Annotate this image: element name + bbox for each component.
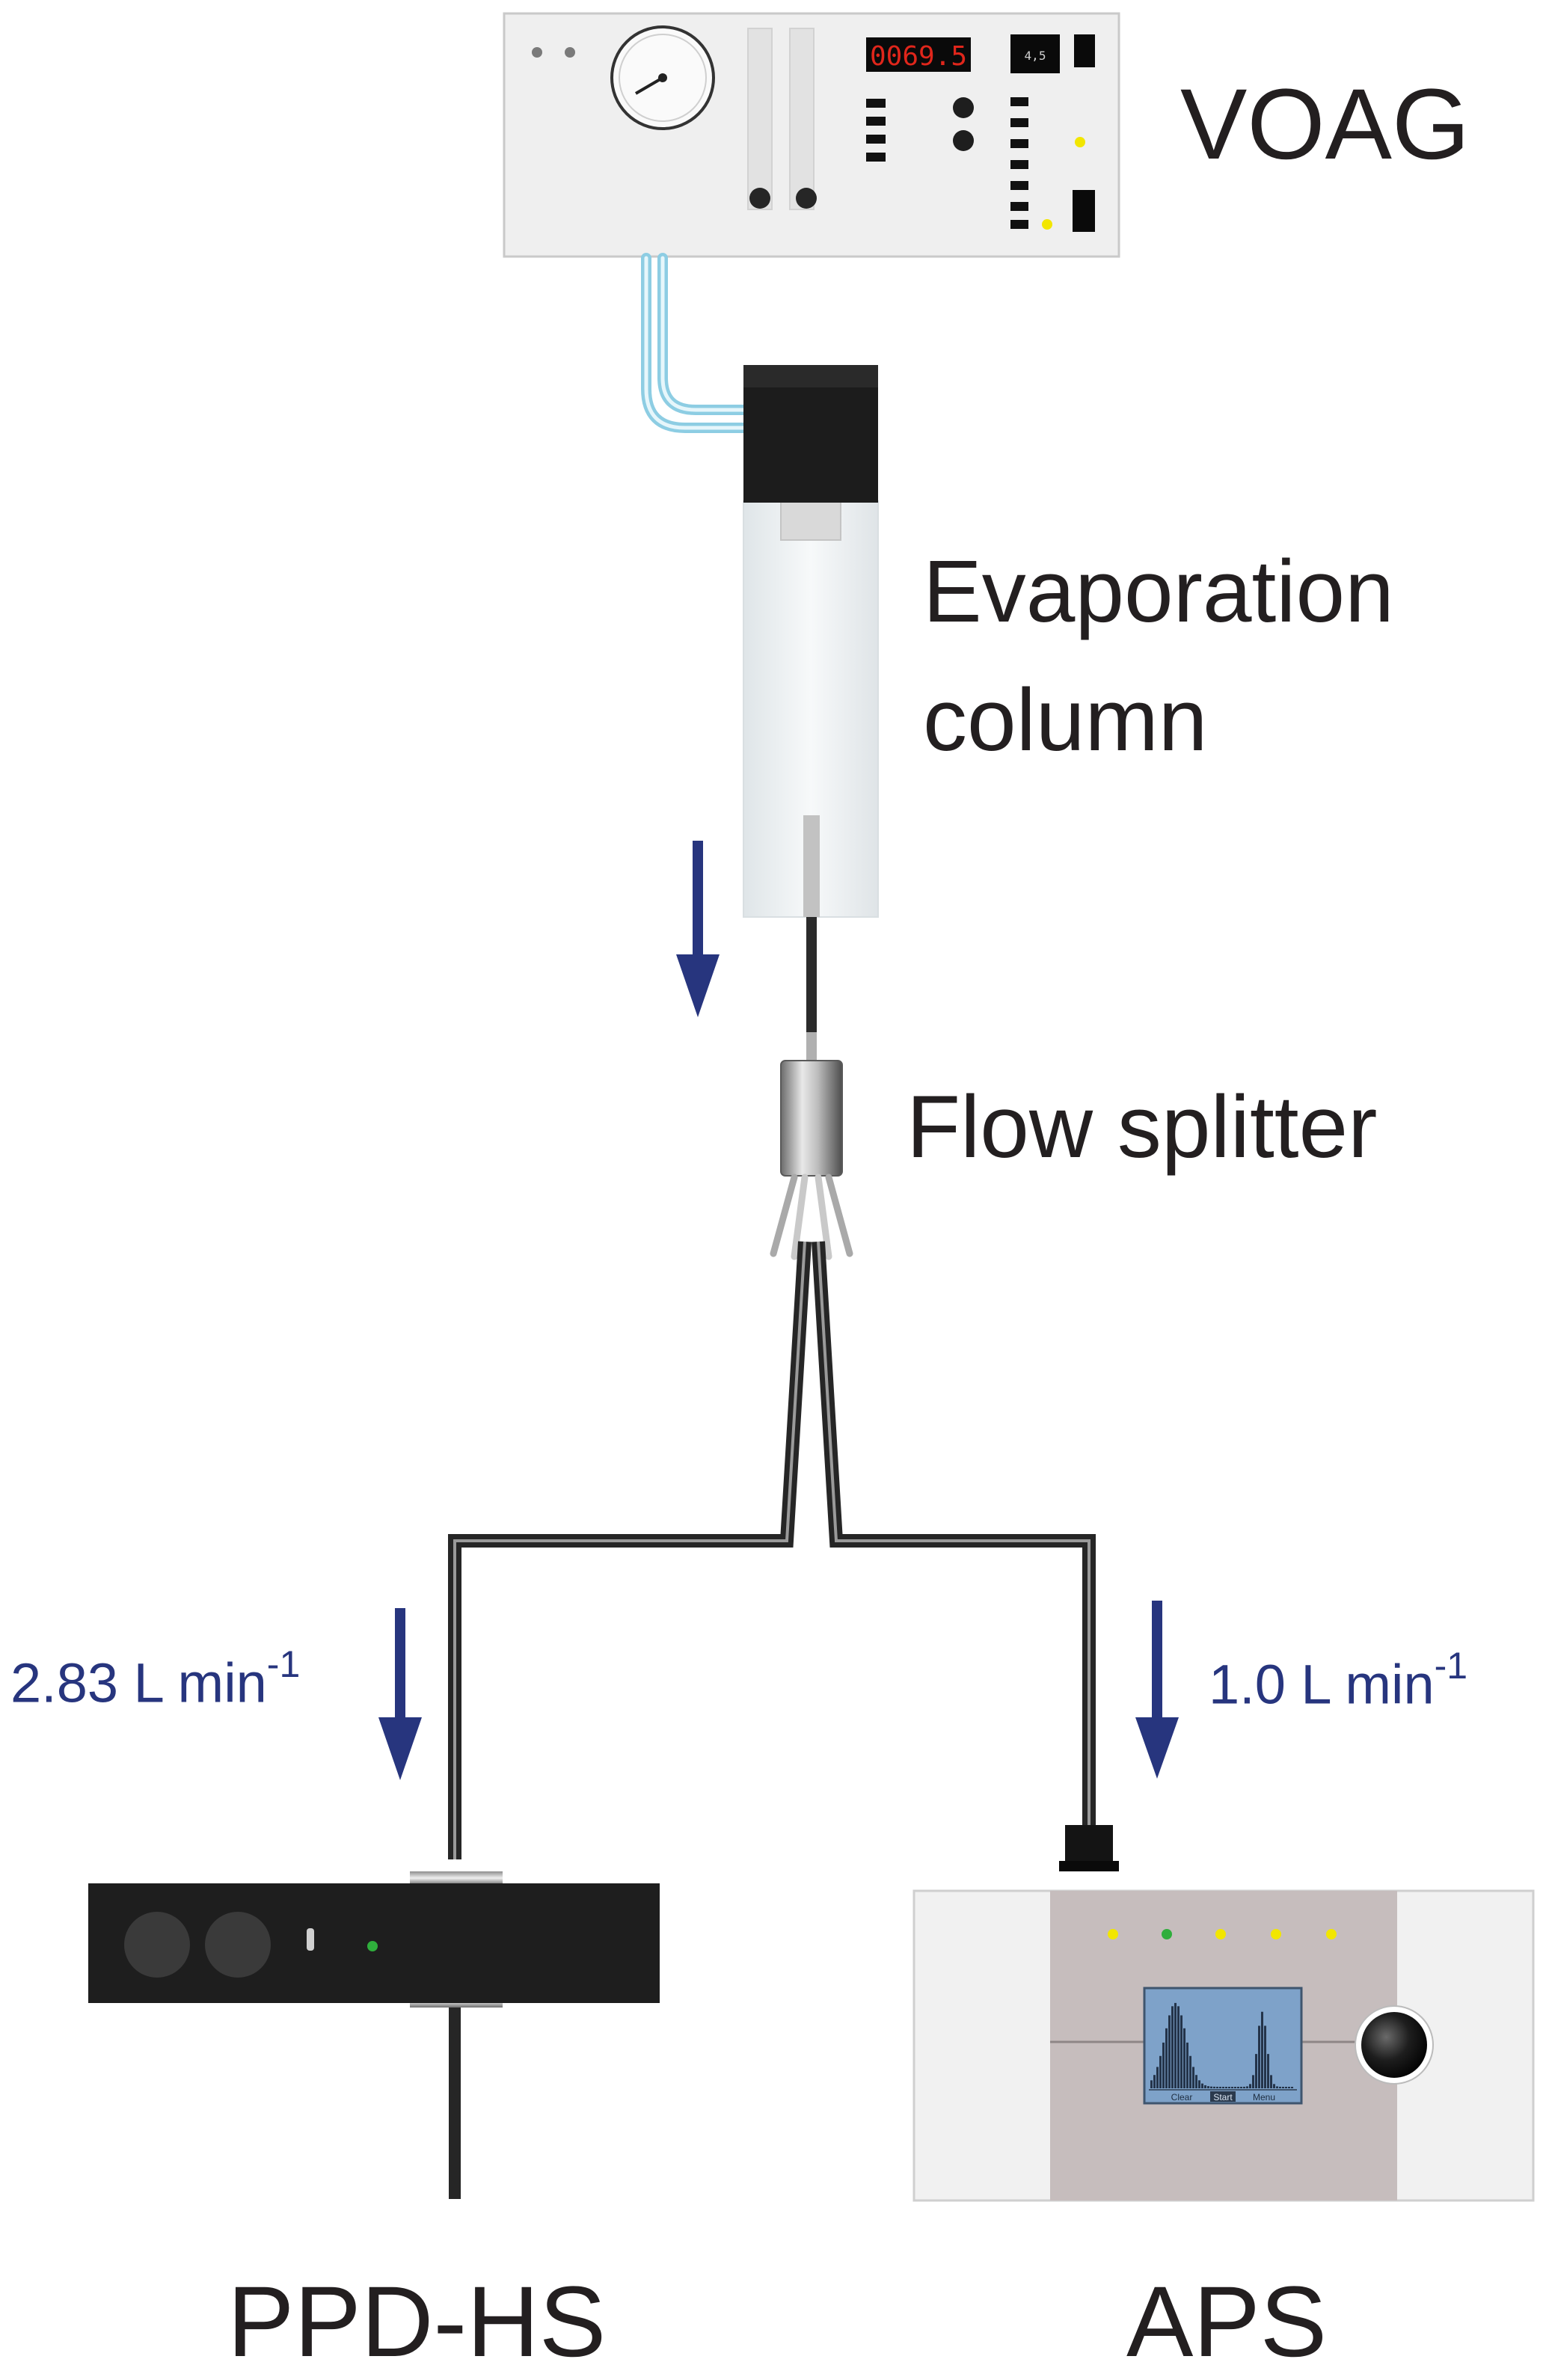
histogram-bar <box>1288 2087 1290 2088</box>
histogram-bar <box>1183 2028 1185 2088</box>
evaporation-column-label-line1: Evaporation <box>923 542 1394 641</box>
aps-screen: Clear Start Menu <box>1143 1987 1303 2105</box>
flow-splitter <box>770 1032 853 1260</box>
indicator-light-green <box>367 1941 378 1951</box>
indicator-light-green <box>1162 1929 1172 1939</box>
histogram-bar <box>1252 2075 1254 2088</box>
histogram-bar <box>1243 2086 1245 2088</box>
frequency-display-value: 0069.5 <box>870 41 967 72</box>
histogram-bar <box>1189 2055 1191 2088</box>
histogram-bar <box>1219 2086 1221 2088</box>
histogram-bar <box>1270 2075 1272 2088</box>
histogram-bar <box>1159 2055 1162 2088</box>
toggle-switch-icon <box>307 1928 314 1951</box>
voag-label: VOAG <box>1180 69 1470 180</box>
histogram-bar <box>1162 2042 1165 2088</box>
histogram-bar <box>1228 2086 1230 2088</box>
flow-rate-left: 2.83 L min-1 <box>10 1646 300 1714</box>
flow-rate-right-value: 1.0 L min <box>1209 1653 1435 1716</box>
aps-device: Clear Start Menu <box>912 1825 1535 2202</box>
histogram-bar <box>1165 2028 1168 2088</box>
flow-splitter-label: Flow splitter <box>907 1078 1378 1177</box>
histogram-bar <box>1213 2086 1215 2088</box>
histogram-bar <box>1225 2086 1227 2088</box>
histogram-bar <box>1258 2025 1260 2088</box>
feed-tube <box>641 253 753 433</box>
small-display-value: 4,5 <box>1025 49 1046 63</box>
voag-device: 0069.5 4,5 <box>503 12 1120 258</box>
histogram-bar <box>1231 2087 1233 2088</box>
histogram-bar <box>1291 2087 1293 2088</box>
start-softkey-label: Start <box>1213 2092 1233 2103</box>
histogram-bar <box>1285 2086 1287 2088</box>
ppd-hs-device <box>88 1871 660 2199</box>
flow-arrow-down-icon <box>676 841 720 1017</box>
flow-arrow-down-icon <box>1135 1601 1179 1779</box>
histogram-bar <box>1273 2084 1275 2088</box>
histogram-bar <box>1198 2080 1200 2088</box>
histogram-bar <box>1180 2015 1182 2088</box>
histogram-bar <box>1204 2085 1206 2088</box>
histogram-bar <box>1195 2075 1197 2088</box>
aps-label: APS <box>1126 2266 1328 2378</box>
histogram-bar <box>1201 2083 1203 2088</box>
histogram-bar <box>1210 2086 1212 2088</box>
histogram-bar <box>1240 2086 1242 2088</box>
histogram-bar <box>1267 2054 1269 2088</box>
histogram-bar <box>1207 2086 1209 2088</box>
flow-rate-right-exponent: -1 <box>1434 1645 1468 1687</box>
frequency-display: 0069.5 <box>866 37 971 72</box>
histogram-bar <box>1282 2086 1284 2088</box>
flow-rate-left-value: 2.83 L min <box>10 1651 267 1714</box>
histogram-bar <box>1234 2087 1236 2088</box>
histogram-bar <box>1186 2042 1188 2088</box>
histogram-bar <box>1264 2025 1266 2088</box>
small-display: 4,5 <box>1010 34 1060 73</box>
indicator-light-yellow <box>1108 1929 1118 1939</box>
histogram-bar <box>1153 2075 1156 2088</box>
indicator-light-yellow <box>1215 1929 1226 1939</box>
pressure-gauge-icon <box>610 25 715 130</box>
histogram-bar <box>1150 2080 1153 2088</box>
sample-tubing <box>448 1241 1096 1859</box>
histogram-bar <box>1174 2002 1177 2088</box>
histogram-bar <box>1261 2011 1263 2088</box>
histogram-bar <box>1249 2084 1251 2088</box>
histogram-bar <box>1255 2054 1257 2088</box>
control-knob-icon <box>1361 2012 1427 2078</box>
histogram-bar <box>1276 2086 1278 2088</box>
evaporation-column-label-line2: column <box>923 671 1208 770</box>
histogram-bar <box>1168 2015 1171 2088</box>
histogram-bar <box>1222 2086 1224 2088</box>
histogram-bar <box>1171 2006 1174 2088</box>
flow-rate-right: 1.0 L min-1 <box>1209 1647 1467 1716</box>
menu-softkey-label: Menu <box>1253 2092 1275 2103</box>
histogram-bar <box>1237 2086 1239 2088</box>
histogram-bar <box>1216 2086 1218 2088</box>
clear-softkey-label: Clear <box>1171 2092 1193 2103</box>
indicator-light-yellow <box>1075 137 1085 147</box>
flow-rate-left-exponent: -1 <box>266 1643 301 1685</box>
histogram-bar <box>1192 2067 1194 2088</box>
histogram-bar <box>1279 2086 1281 2088</box>
evaporation-column <box>743 365 879 1037</box>
ppd-hs-label: PPD-HS <box>227 2266 607 2378</box>
histogram-bar <box>1156 2067 1159 2088</box>
histogram-bar <box>1246 2086 1248 2088</box>
indicator-light-yellow <box>1042 219 1052 230</box>
flow-arrow-down-icon <box>378 1608 422 1780</box>
size-distribution-histogram <box>1150 2002 1293 2088</box>
histogram-bar <box>1177 2006 1180 2088</box>
indicator-light-yellow <box>1271 1929 1281 1939</box>
indicator-light-yellow <box>1326 1929 1337 1939</box>
